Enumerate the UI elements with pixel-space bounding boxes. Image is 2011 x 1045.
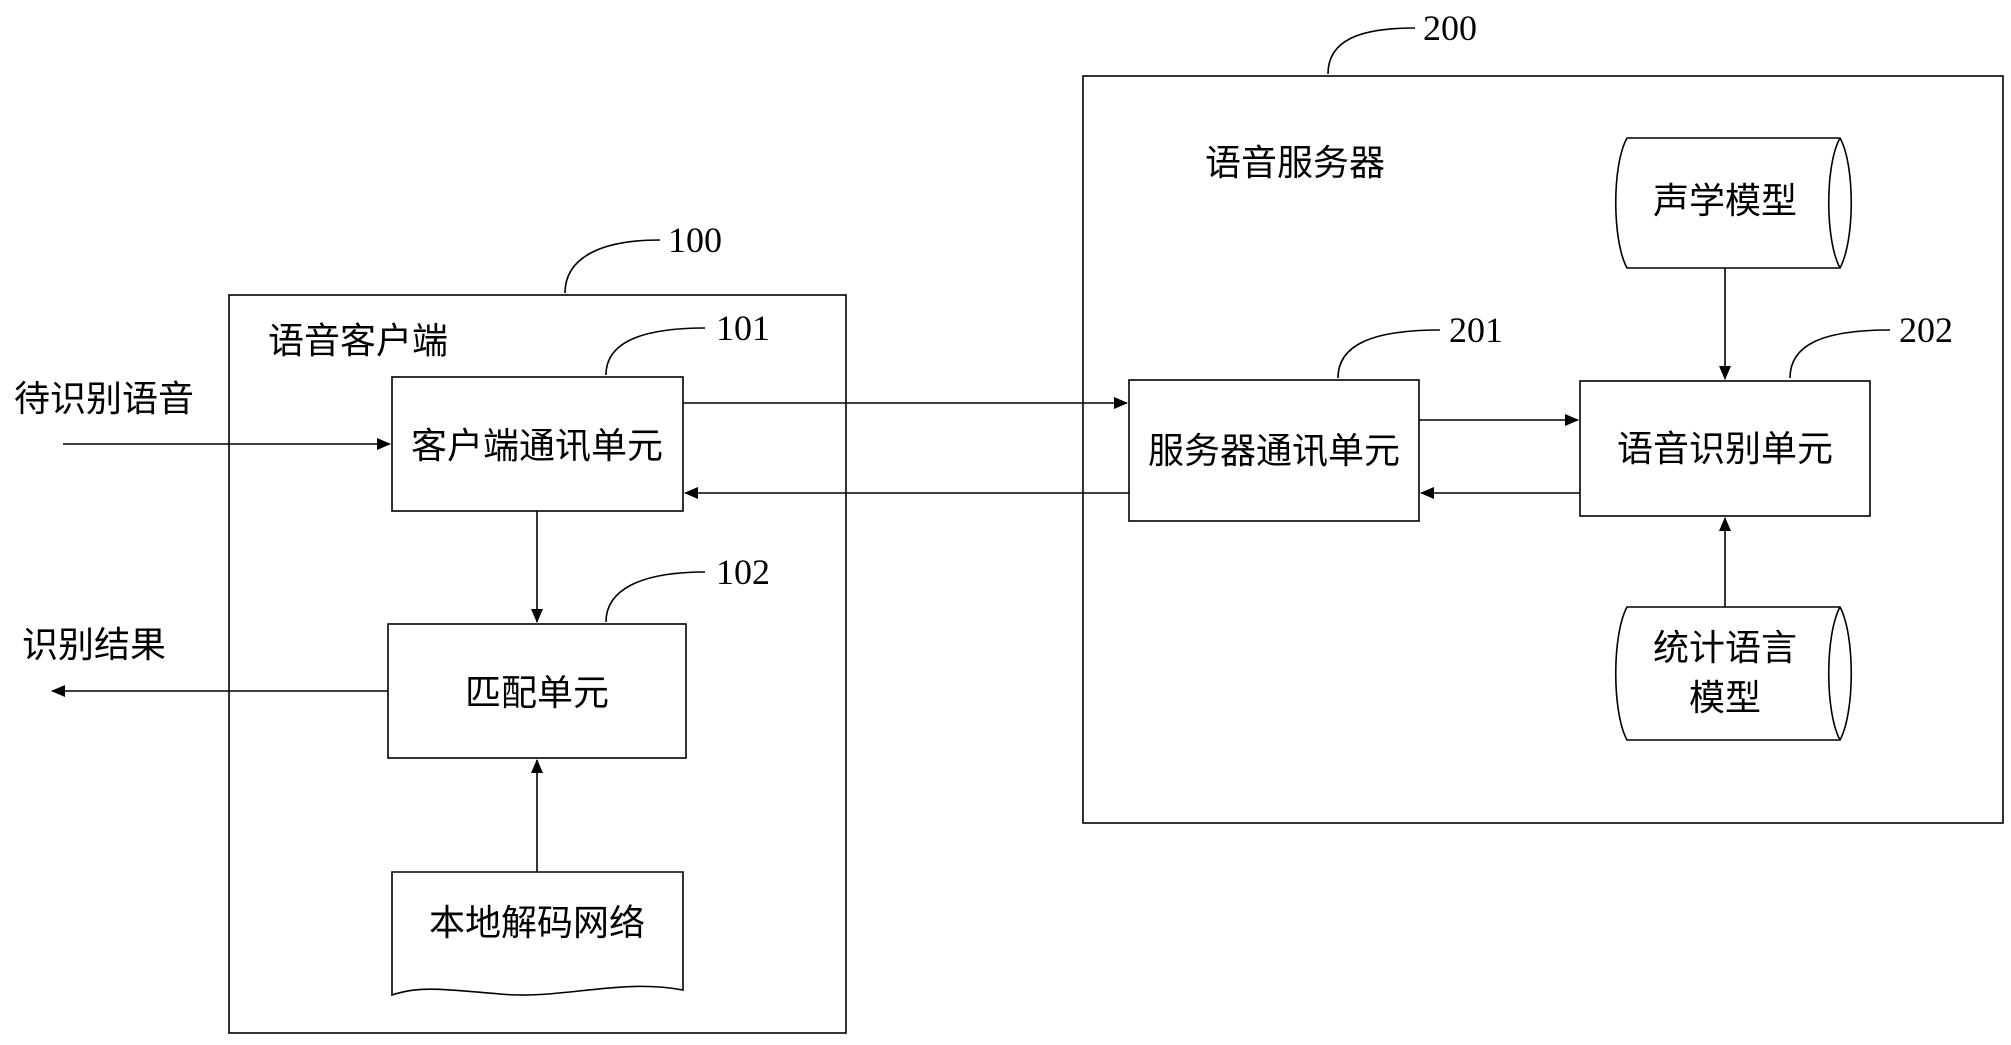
client-comm-unit-ref: 101 (716, 308, 770, 348)
speech-recog-unit-label: 语音识别单元 (1617, 429, 1833, 470)
server-title: 语音服务器 (1205, 143, 1385, 184)
match-unit-ref: 102 (716, 552, 770, 592)
local-decode-network-label: 本地解码网络 (429, 903, 645, 944)
speech-recog-unit-ref: 202 (1899, 310, 1953, 350)
client-title: 语音客户端 (268, 321, 448, 362)
server-comm-unit-label: 服务器通讯单元 (1148, 431, 1400, 472)
client-ref-number: 100 (668, 220, 722, 260)
server-ref-number: 200 (1423, 8, 1477, 48)
language-model-shape (1616, 607, 1852, 740)
match-unit-label: 匹配单元 (465, 673, 609, 714)
input-label: 待识别语音 (14, 379, 194, 420)
server-comm-unit-ref: 201 (1449, 310, 1503, 350)
output-label: 识别结果 (22, 625, 166, 666)
client-ref-leader (565, 240, 660, 293)
language-model-label-line2: 模型 (1689, 678, 1761, 719)
client-comm-unit-label: 客户端通讯单元 (411, 426, 663, 467)
server-ref-leader (1328, 28, 1415, 74)
language-model-label-line1: 统计语言 (1653, 628, 1797, 669)
acoustic-model-label: 声学模型 (1653, 181, 1797, 222)
